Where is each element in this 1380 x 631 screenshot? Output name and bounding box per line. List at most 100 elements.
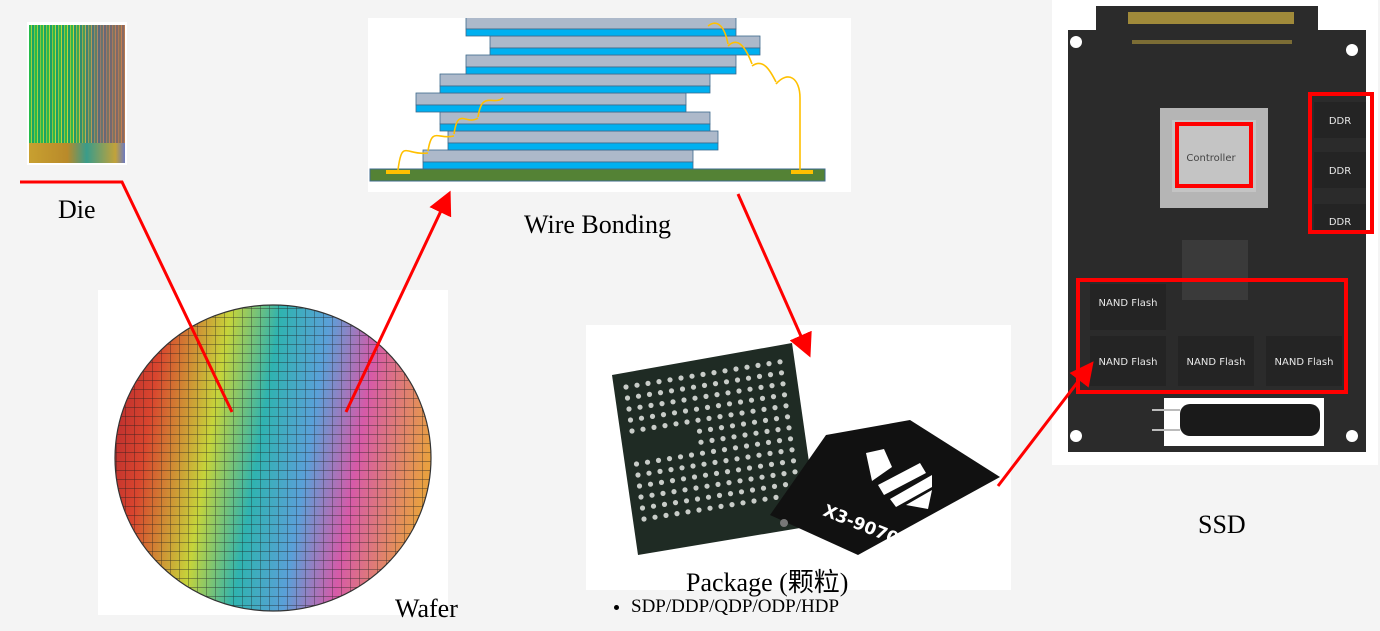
ssd-image: Controller DDR DDR DDR NAND Flash NAND F… [1052, 0, 1378, 465]
solder-ball [778, 449, 784, 455]
solder-ball [707, 426, 714, 432]
solder-ball [726, 480, 732, 486]
solder-ball [677, 454, 684, 460]
solder-ball [646, 391, 653, 397]
solder-ball [745, 454, 751, 460]
solder-ball [789, 447, 795, 453]
solder-ball [769, 383, 775, 389]
wirebonding-to-package-arrow [736, 193, 812, 358]
solder-ball [737, 478, 743, 484]
solder-ball [692, 395, 698, 401]
solder-ball [754, 441, 761, 447]
ddr-label: DDR [1329, 217, 1351, 228]
solder-ball [731, 434, 737, 440]
ssd-svg: Controller DDR DDR DDR NAND Flash NAND F… [1068, 6, 1374, 452]
solder-ball [735, 467, 742, 473]
solder-ball [670, 399, 676, 405]
nand-highlight-box [1076, 278, 1348, 394]
solder-ball [725, 390, 731, 396]
substrate [369, 168, 826, 182]
solder-ball [757, 463, 764, 469]
die-attach-film [439, 123, 711, 132]
wafer-to-wirebonding-arrow [344, 190, 452, 413]
nand-group: NAND Flash NAND Flash NAND Flash NAND Fl… [1076, 278, 1348, 394]
solder-ball [701, 382, 708, 388]
wire-bonding-label: Wire Bonding [524, 210, 671, 239]
solder-ball [641, 516, 647, 522]
mount-hole [1346, 44, 1358, 56]
solder-ball [734, 377, 741, 383]
solder-ball [685, 509, 691, 515]
nand-label: NAND Flash [1099, 298, 1158, 309]
solder-ball [792, 469, 798, 475]
solder-ball [678, 375, 684, 381]
solder-ball [673, 421, 679, 427]
solder-ball [659, 401, 665, 407]
solder-ball [759, 474, 765, 480]
controller-highlight-box [1175, 122, 1253, 188]
package-to-ssd-arrow [996, 361, 1094, 487]
solder-ball [633, 461, 640, 467]
wafer-svg [114, 304, 432, 612]
solder-ball [700, 371, 706, 377]
solder-ball [667, 377, 673, 383]
solder-ball [759, 395, 766, 401]
solder-ball [710, 448, 717, 454]
solder-ball [755, 362, 761, 368]
solder-ball [756, 452, 762, 458]
die-to-wafer-line [20, 180, 234, 413]
wafer-die-grid [115, 305, 431, 611]
solder-ball [727, 491, 734, 497]
solder-ball [699, 450, 706, 456]
solder-ball [724, 469, 731, 475]
solder-ball [717, 414, 723, 420]
solder-ball [773, 416, 780, 422]
solder-ball [781, 471, 787, 477]
solder-ball [734, 456, 740, 462]
solder-ball [663, 512, 669, 518]
sata-connector-pins-lower [1132, 40, 1292, 44]
solder-ball [679, 465, 685, 471]
solder-ball [745, 375, 752, 381]
solder-ball [679, 386, 686, 392]
solder-ball [671, 489, 677, 495]
die-attach-film [489, 47, 761, 56]
solder-ball [674, 511, 680, 517]
solder-ball [645, 380, 651, 386]
solder-ball [770, 394, 777, 400]
solder-ball [721, 447, 728, 453]
solder-ball [636, 483, 643, 489]
solder-ball [698, 439, 704, 445]
solder-ball [770, 472, 776, 478]
solder-ball [707, 505, 713, 511]
controller-label: Controller [1186, 153, 1236, 164]
solder-ball [662, 423, 668, 429]
solder-ball [749, 487, 756, 493]
solder-ball [689, 373, 695, 379]
bond-wires [397, 22, 801, 171]
solder-ball [744, 364, 750, 370]
die-image [27, 22, 127, 165]
solder-ball [784, 414, 791, 420]
package-image: X3-9070 [586, 325, 1011, 590]
solder-ball [767, 372, 774, 378]
solder-ball [650, 503, 657, 509]
solder-ball [786, 425, 792, 431]
solder-ball [624, 395, 631, 401]
solder-ball [777, 359, 783, 365]
mount-hole [1070, 430, 1082, 442]
solder-ball [668, 467, 674, 473]
solder-ball [712, 459, 718, 465]
solder-ball [695, 417, 701, 423]
solder-ball [638, 415, 645, 421]
solder-ball [779, 460, 786, 466]
ddr-highlight-box [1308, 92, 1374, 234]
wafer-label: Wafer [395, 594, 458, 623]
ddr-group: DDR DDR DDR [1308, 92, 1374, 234]
solder-ball [732, 445, 739, 451]
solder-ball [781, 392, 788, 398]
solder-ball [683, 498, 690, 504]
ymtc-logo [866, 449, 932, 509]
solder-ball [728, 412, 734, 418]
wafer-image [98, 290, 448, 615]
